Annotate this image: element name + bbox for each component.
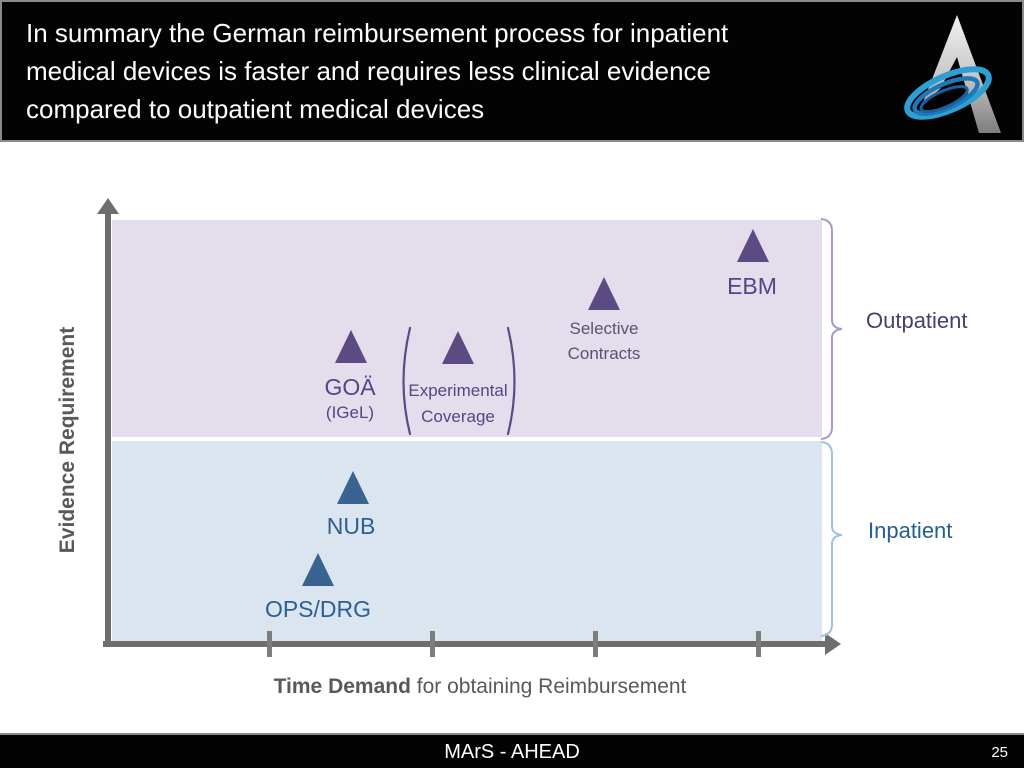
x-axis-label-bold: Time Demand [273, 675, 411, 698]
x-axis-tick [267, 631, 272, 657]
marker-experimental-coverage [442, 331, 474, 364]
inpatient-region [112, 441, 822, 641]
label-contracts: Contracts [567, 344, 641, 363]
outpatient-region [112, 220, 822, 437]
x-axis-arrow-icon [825, 633, 841, 655]
page-number: 25 [991, 744, 1008, 761]
header-bar: In summary the German reimbursement proc… [0, 0, 1024, 142]
slide-title-line-2: medical devices is faster and requires l… [26, 56, 711, 86]
label-ebm: EBM [727, 273, 777, 299]
label-selective-contracts: Selective Contracts [552, 316, 656, 366]
slide-title-line-1: In summary the German reimbursement proc… [26, 18, 729, 48]
slide-title: In summary the German reimbursement proc… [26, 14, 896, 128]
marker-nub [337, 471, 369, 504]
x-axis-tick [593, 631, 598, 657]
label-goa: GOÄ [324, 374, 376, 400]
inpatient-bracket [820, 441, 843, 637]
label-experimental-coverage: Experimental Coverage [398, 378, 518, 430]
label-ops-drg: OPS/DRG [264, 596, 372, 622]
label-selective: Selective [569, 319, 639, 338]
marker-selective-contracts [588, 277, 620, 310]
x-axis-label: Time Demand for obtaining Reimbursement [180, 675, 780, 699]
x-axis-tick [756, 631, 761, 657]
marker-goa [335, 330, 367, 363]
experimental-coverage-parentheses [402, 326, 516, 436]
outpatient-group-label: Outpatient [866, 308, 968, 333]
inpatient-group-label: Inpatient [868, 518, 953, 543]
ahead-logo-icon [904, 15, 1001, 133]
label-coverage: Coverage [421, 407, 495, 426]
slide-title-line-3: compared to outpatient medical devices [26, 94, 485, 124]
y-axis-arrow-icon [97, 198, 119, 214]
label-nub: NUB [326, 513, 376, 539]
outpatient-bracket [820, 218, 843, 440]
x-axis-tick [430, 631, 435, 657]
footer-title: MArS - AHEAD [444, 741, 580, 763]
y-axis [105, 212, 111, 647]
label-experimental: Experimental [408, 381, 508, 400]
marker-ops-drg [302, 553, 334, 586]
y-axis-label: Evidence Requirement [56, 326, 79, 554]
marker-ebm [737, 229, 769, 262]
x-axis-label-rest: for obtaining Reimbursement [410, 675, 687, 698]
label-igel: (IGeL) [325, 403, 375, 422]
x-axis [103, 641, 826, 647]
footer-bar: MArS - AHEAD 25 [0, 733, 1024, 768]
